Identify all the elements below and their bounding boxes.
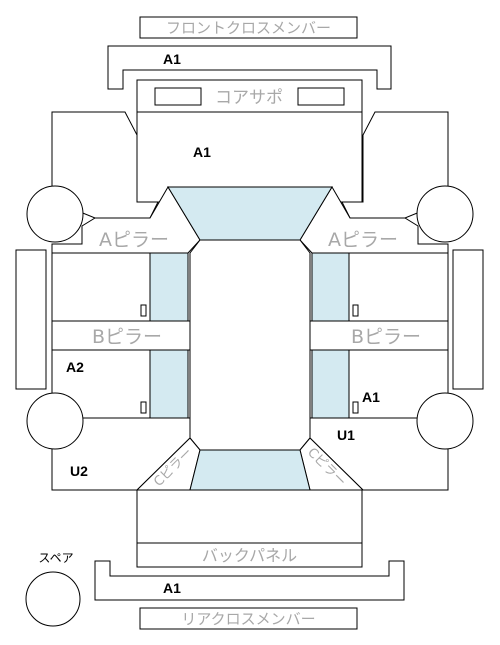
window-right-rear[interactable] [311, 349, 350, 419]
front-cross-member-label: フロントクロスメンバー [166, 19, 331, 37]
roof[interactable] [189, 239, 311, 451]
b-pillar-left-label: Bピラー [92, 326, 162, 348]
a-pillar-right-label: Aピラー [328, 229, 398, 251]
back-panel-label: バックパネル [202, 546, 297, 565]
door-handle-front-right [352, 304, 359, 317]
b-pillar-right-label: Bピラー [351, 326, 421, 348]
grade-rear-member: A1 [163, 580, 181, 596]
door-handle-rear-right [352, 401, 359, 414]
rear-cross-member-label: リアクロスメンバー [181, 610, 315, 628]
window-right-front[interactable] [311, 252, 350, 322]
trunk[interactable] [136, 489, 363, 544]
door-front-left[interactable] [51, 252, 151, 322]
window-left-rear[interactable] [149, 349, 189, 419]
side-sill-left[interactable] [15, 249, 47, 390]
tire-rear-left[interactable] [26, 392, 84, 450]
grade-right-rear-quarter: U1 [337, 427, 355, 443]
spare-tire[interactable] [25, 571, 81, 627]
tire-front-right[interactable] [416, 185, 474, 243]
door-handle-rear-left [140, 401, 147, 414]
rear-member-bracket[interactable] [94, 560, 405, 601]
window-left-front[interactable] [149, 252, 189, 322]
side-sill-right[interactable] [452, 249, 484, 390]
tire-rear-right[interactable] [416, 392, 474, 450]
grade-left-rear-door: A2 [66, 359, 84, 375]
rear-window[interactable] [189, 449, 311, 491]
b-pillar-left[interactable] [51, 320, 191, 351]
tire-front-left[interactable] [26, 185, 84, 243]
grade-hood: A1 [193, 144, 211, 160]
door-handle-front-left [140, 304, 147, 317]
core-support-label: コアサポ [215, 88, 283, 108]
door-front-right[interactable] [348, 252, 449, 322]
grade-left-rear-quarter: U2 [70, 463, 88, 479]
grade-front-member: A1 [163, 51, 181, 67]
grade-right-rear-door: A1 [362, 389, 380, 405]
front-cross-member-box[interactable] [139, 16, 358, 39]
front-member-bracket[interactable] [107, 45, 392, 90]
rear-cross-member-box[interactable] [139, 607, 358, 630]
a-pillar-left-label: Aピラー [99, 229, 169, 251]
core-support-right-slot [297, 87, 345, 106]
b-pillar-right[interactable] [309, 320, 449, 351]
spare-label: スペア [38, 551, 73, 565]
core-support-left-slot [154, 87, 202, 106]
back-panel-box[interactable] [136, 542, 363, 568]
